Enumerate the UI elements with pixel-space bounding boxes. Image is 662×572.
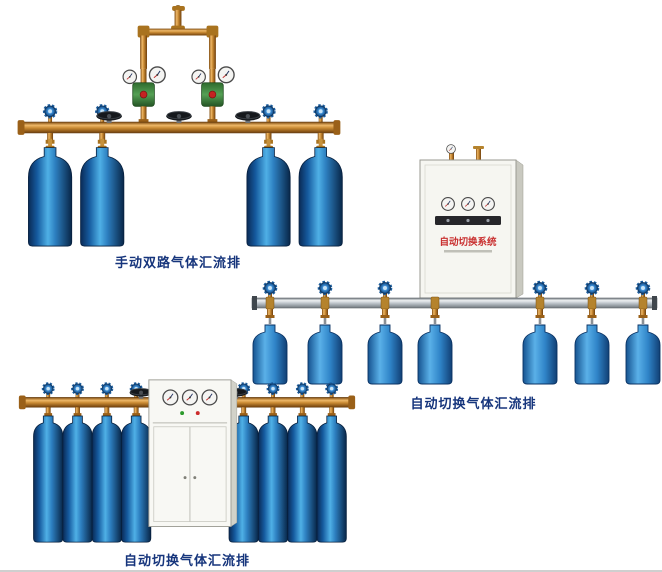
gas-cylinder	[80, 147, 125, 247]
control-cabinet: 自动切换系统	[419, 144, 524, 299]
gas-cylinder	[62, 415, 93, 543]
gas-cylinder	[316, 415, 347, 543]
cabinet-top-fitting	[449, 150, 454, 161]
gas-cylinder	[625, 324, 661, 385]
product-manual-dual-manifold[interactable]: 手动双路气体汇流排	[8, 4, 348, 271]
manifold-pipe	[251, 296, 658, 310]
indicator-light-red	[195, 411, 200, 416]
pipe-union-nut	[207, 119, 218, 125]
indicator-light-green	[180, 411, 185, 416]
cabinet-top-gauge	[446, 144, 456, 154]
valve-handwheels	[95, 111, 262, 124]
pipe-union-nut	[138, 119, 149, 125]
tee-assembly	[137, 5, 219, 69]
gas-cylinder	[33, 415, 64, 543]
product-caption: 自动切换气体汇流排	[410, 396, 537, 411]
cabinet-gauges	[162, 389, 218, 406]
product-caption: 自动切换气体汇流排	[123, 553, 250, 568]
product-auto-switch-manifold-right[interactable]: 自动切换系统	[251, 144, 661, 412]
gas-cylinder	[257, 415, 289, 543]
gas-cylinder	[27, 147, 73, 247]
door-knob	[193, 476, 197, 480]
pressure-regulator-right	[192, 67, 234, 122]
product-auto-switch-manifold-bottom[interactable]: 自动切换气体汇流排	[12, 374, 362, 569]
gas-cylinder	[522, 324, 558, 385]
gas-cylinder	[91, 415, 122, 543]
gas-cylinder	[417, 324, 453, 385]
cabinet-label: 自动切换系统	[439, 236, 497, 248]
page-bottom-border	[0, 570, 662, 572]
cabinet-sublabel-bar	[444, 250, 492, 253]
gas-cylinder	[574, 324, 610, 385]
gas-cylinder	[121, 415, 152, 543]
cylinder-connectors	[44, 407, 336, 417]
cylinder-connectors	[265, 296, 648, 324]
gas-cylinder	[367, 324, 403, 385]
pressure-regulator-left	[123, 67, 165, 122]
cabinet-gauges	[441, 197, 495, 211]
manifold-pipe	[17, 120, 341, 135]
auto-switch-manifold-photo-2	[18, 379, 356, 543]
cabinet-top-fitting	[476, 147, 481, 161]
manual-dual-manifold-photo	[17, 5, 343, 247]
door-knob	[183, 476, 187, 480]
product-caption: 手动双路气体汇流排	[114, 255, 241, 270]
control-cabinet	[148, 379, 238, 527]
cylinder-connectors	[45, 132, 326, 144]
gas-cylinder	[287, 415, 318, 543]
auto-switch-manifold-photo: 自动切换系统	[251, 144, 661, 385]
